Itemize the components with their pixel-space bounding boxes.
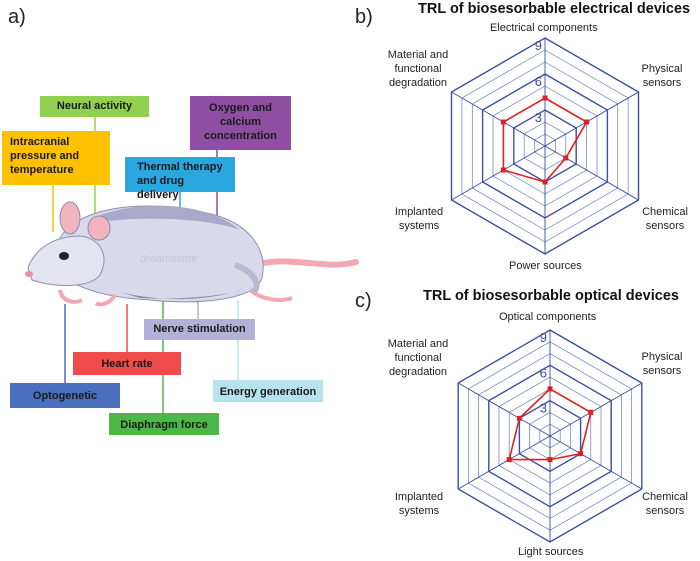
radar-c-point-1: [588, 409, 594, 415]
tag-energy-generation: Energy generation: [213, 380, 323, 402]
radar-c-axis-bottom-left: Implanted systems: [384, 490, 454, 518]
tag-thermal-therapy: Thermal therapy and drug delivery: [125, 157, 235, 201]
radar-b-axis-bottom-right: Chemical sensors: [635, 205, 695, 233]
radar-b-point-1: [584, 119, 590, 125]
radar-c-axis-top: Optical components: [499, 311, 597, 323]
radar-b-axis-top-left-text: Material and functional degradation: [387, 49, 449, 89]
radar-c-title: TRL of biosesorbable optical devices: [423, 288, 679, 304]
radar-c-tick-label-6: 6: [540, 365, 547, 380]
radar-b-spoke-4: [451, 145, 546, 201]
mouse-eye: [59, 252, 69, 260]
radar-c-spoke-1: [549, 382, 643, 437]
radar-c-spoke-4: [457, 435, 551, 490]
tag-intracranial-pressure: Intracranial pressure and temperature: [2, 131, 110, 185]
tag-optogenetic: Optogenetic: [10, 383, 120, 408]
radar-c-tick-label-3: 3: [540, 401, 547, 416]
radar-c-axis-bottom-right: Chemical sensors: [635, 490, 695, 518]
radar-b-point-5: [500, 119, 506, 125]
radar-b-spoke-5: [451, 91, 546, 147]
tag-nerve-stimulation: Nerve stimulation: [144, 319, 255, 340]
mouse-tail: [255, 258, 359, 268]
radar-b-axis-bottom-left-text: Implanted systems: [394, 206, 444, 232]
radar-c-axis-top-right-text: Physical sensors: [641, 351, 683, 377]
tag-oxygen-calcium: Oxygen and calcium concentration: [190, 96, 291, 150]
radar-b-tick-label-3: 3: [535, 110, 542, 125]
radar-b-axis-top-right: Physical sensors: [632, 62, 692, 90]
radar-b-tick-label-6: 6: [535, 74, 542, 89]
mouse-illustration: dreamstime: [25, 117, 359, 413]
mouse-body: [59, 205, 264, 303]
radar-c-tick-label-9: 9: [540, 330, 547, 345]
panel-b-letter: b): [355, 6, 373, 28]
mouse-back-shade: [100, 205, 240, 230]
radar-c-point-4: [506, 457, 512, 463]
radar-c-axis-bottom-right-text: Chemical sensors: [642, 491, 688, 517]
tag-neural-activity: Neural activity: [40, 96, 149, 117]
radar-b-point-2: [563, 155, 569, 161]
radar-c-axis-top-left-text: Material and functional degradation: [387, 338, 449, 378]
radar-c-point-2: [578, 451, 584, 457]
mouse-head: [27, 235, 105, 286]
radar-c-axis-top-left: Material and functional degradation: [378, 337, 458, 379]
mouse-ear-left: [59, 201, 81, 235]
tag-diaphragm-force: Diaphragm force: [109, 413, 219, 435]
radar-b-point-3: [542, 179, 548, 185]
panel-a-letter: a): [8, 6, 26, 28]
radar-b-point-4: [500, 167, 506, 173]
radar-b-spoke-1: [544, 91, 639, 147]
mouse-hind-leg: [233, 262, 260, 294]
radar-b-axis-bottom-left: Implanted systems: [384, 205, 454, 233]
radar-b-title: TRL of biosesorbable electrical devices: [418, 1, 691, 17]
radar-c-point-0: [547, 386, 553, 392]
radar-c-point-5: [516, 415, 522, 421]
radar-b-axis-bottom: Power sources: [509, 260, 582, 272]
radar-b-axis-top-right-text: Physical sensors: [641, 63, 683, 89]
mouse-belly: [120, 288, 245, 300]
radar-b-axis-top-left: Material and functional degradation: [378, 48, 458, 90]
watermark: dreamstime: [140, 253, 197, 265]
radar-b-axis-bottom-right-text: Chemical sensors: [642, 206, 688, 232]
radar-b-spoke-2: [544, 145, 639, 201]
radar-b-axis-top: Electrical components: [490, 22, 598, 34]
mouse-ear-right: [87, 215, 111, 241]
radar-b-tick-label-9: 9: [535, 38, 542, 53]
radar-b-point-0: [542, 95, 548, 101]
mouse-front-foot: [58, 289, 83, 304]
radar-c-point-3: [547, 457, 553, 463]
radar-c-spoke-2: [549, 435, 643, 490]
radar-c-axis-bottom: Light sources: [518, 546, 584, 558]
tag-heart-rate: Heart rate: [73, 352, 181, 375]
radar-c-axis-top-right: Physical sensors: [632, 350, 692, 378]
panel-c-letter: c): [355, 290, 372, 312]
mouse-mid-foot: [94, 293, 117, 307]
mouse-hind-foot: [248, 288, 293, 302]
radar-c-axis-bottom-left-text: Implanted systems: [394, 491, 444, 517]
mouse-nose: [25, 271, 33, 277]
radar-c-spoke-5: [457, 382, 551, 437]
